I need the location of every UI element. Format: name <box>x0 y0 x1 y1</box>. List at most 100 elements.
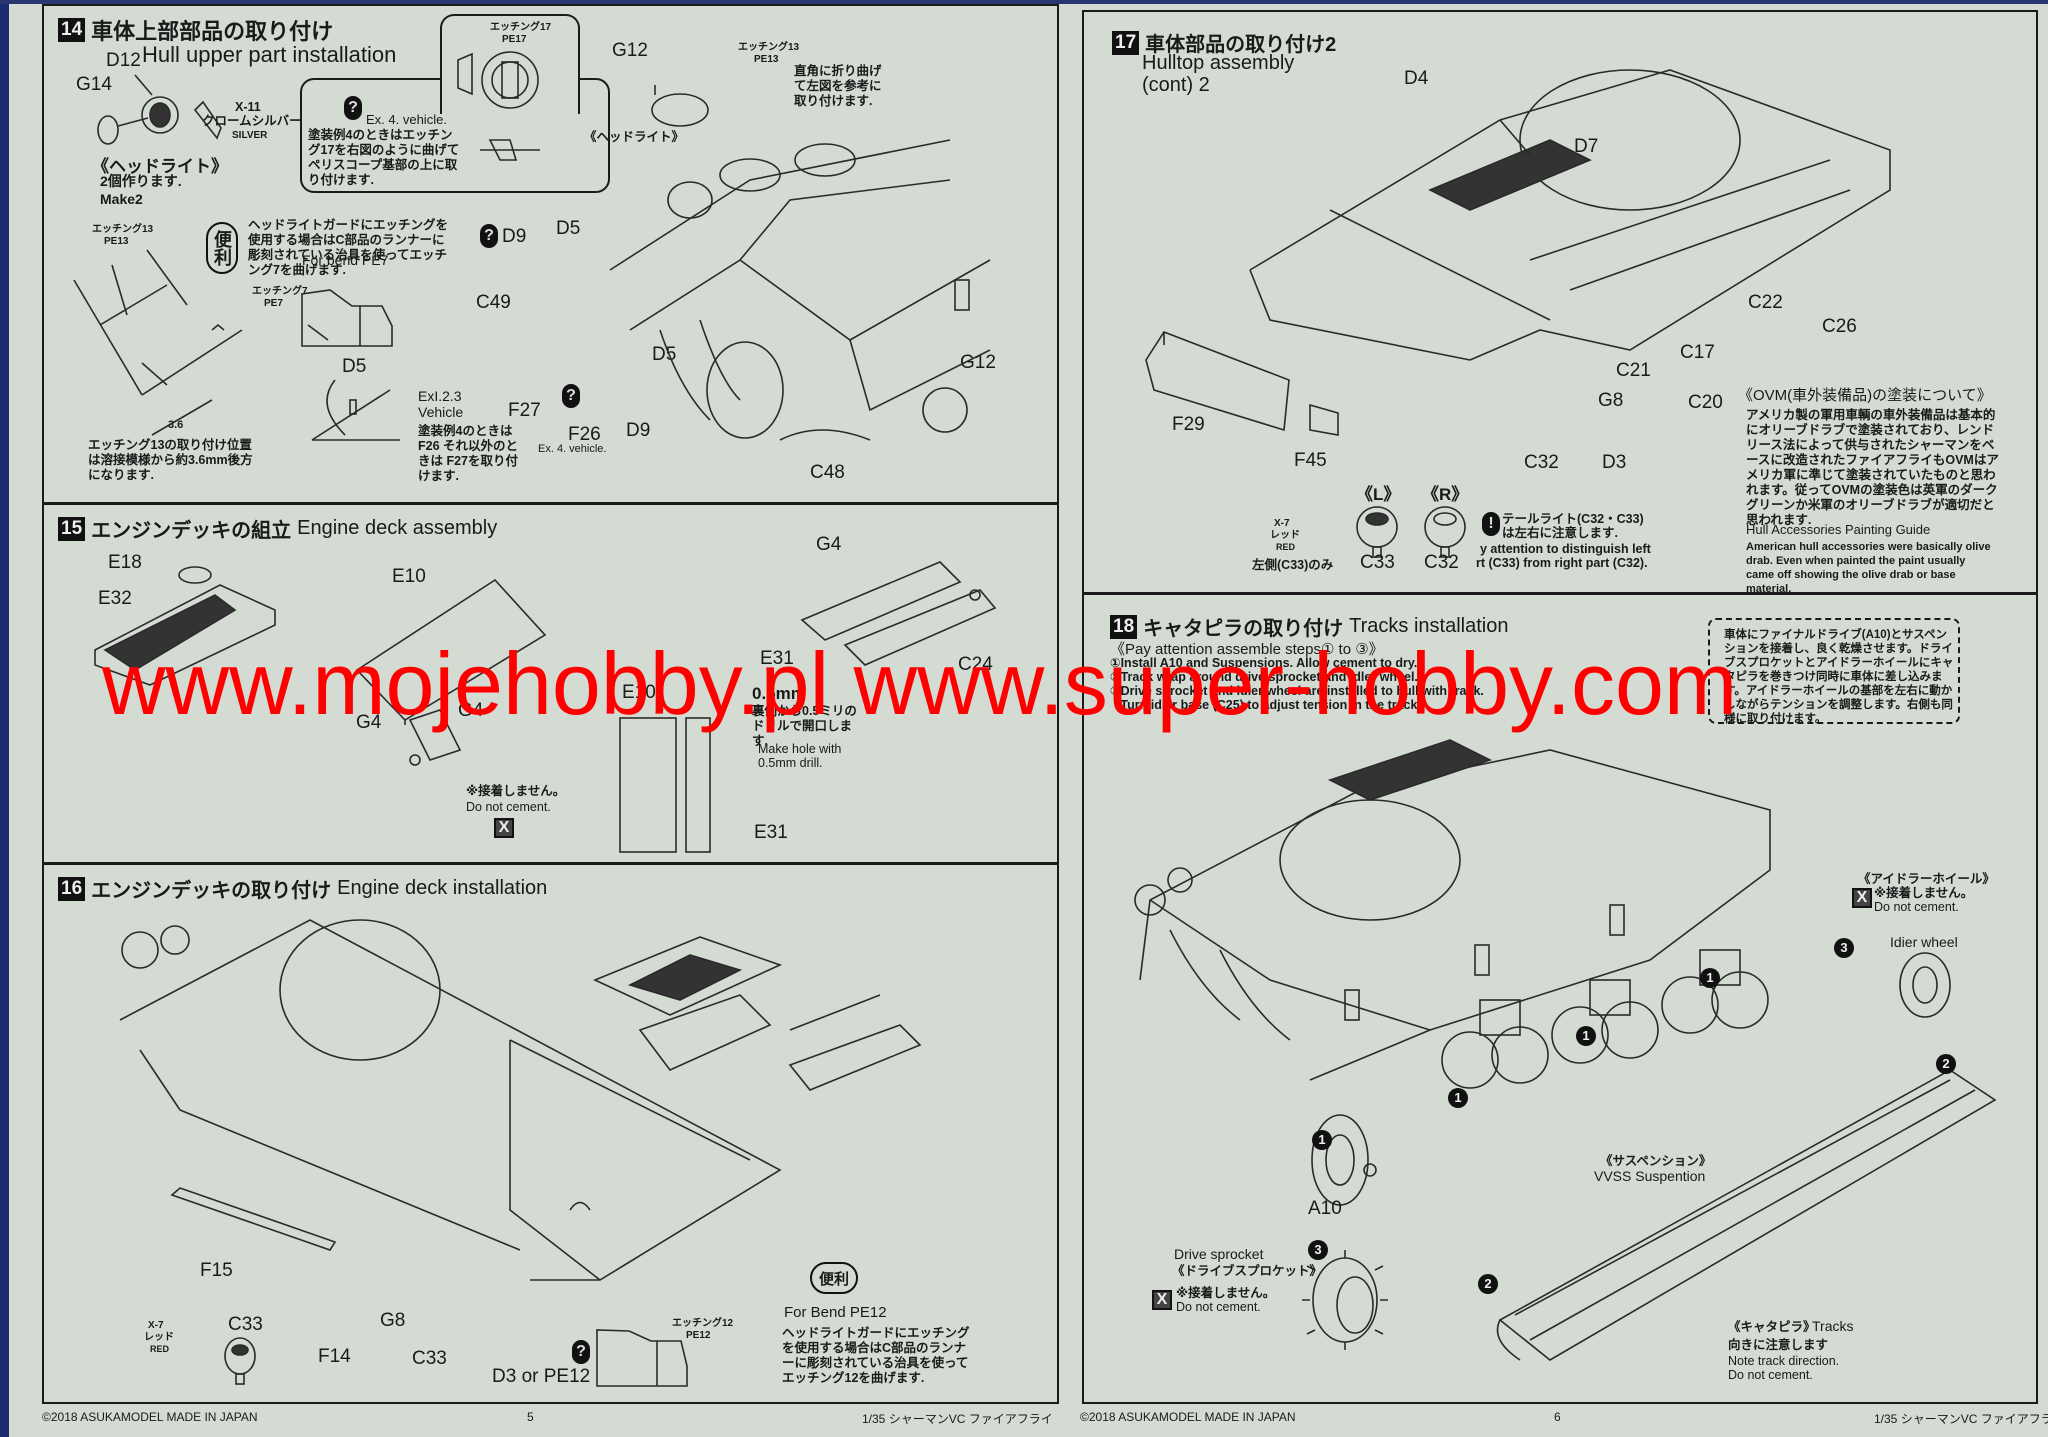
part-label-d3: D3 <box>1602 452 1627 473</box>
idler-no-cement-jp: ※接着しません。 <box>1874 886 1974 900</box>
ex4-pe17-label-jp: エッチング17 <box>490 22 552 33</box>
headlight-paint-code: X-11 <box>235 100 261 114</box>
watermark: www.mojehobby.pl www.super-hobby.com <box>102 634 1738 733</box>
part-label-d12: D12 <box>106 50 141 71</box>
step14-title: 14 車体上部部品の取り付け <box>58 14 333 46</box>
step18-subtitle: 《Pay attention assemble steps① to ③》 <box>1110 641 1384 658</box>
e25-bracket-drawing <box>408 709 462 766</box>
pe7-label: PE7 <box>264 298 283 309</box>
hull-with-tracks-drawing <box>1134 739 1771 1081</box>
ex123-text: 塗装例4のときはF26 それ以外のときは F27を取り付けます. <box>418 424 519 483</box>
no-cement-icon-idler: X <box>1852 888 1872 908</box>
suspension-label-en: VVSS Suspention <box>1594 1168 1706 1184</box>
pe12-label-jp: エッチング12 <box>672 1318 734 1329</box>
part-label-g12-right: G12 <box>960 352 996 373</box>
d3-or-pe12-label: D3 or PE12 <box>492 1366 591 1387</box>
c33-taillight-drawing <box>224 1337 256 1385</box>
step-marker-1-bogie-b: 1 <box>1576 1026 1596 1046</box>
taillight-left-label: 《L》 <box>1356 485 1401 504</box>
part-label-c22: C22 <box>1748 292 1783 313</box>
taillight-warn-jp-1: テールライト(C32・C33) <box>1502 512 1644 526</box>
no-cement-jp-15: ※接着しません。 <box>466 784 566 798</box>
x7-paint-code-16: X-7 <box>148 1320 164 1331</box>
benri-badge-pe7: 便利 <box>206 222 238 274</box>
step18-title-en: Tracks installation <box>1349 615 1509 637</box>
drill-en-1: Make hole with <box>758 742 842 756</box>
sprocket-no-cement-en: Do not cement. <box>1176 1300 1261 1314</box>
taillight-paint-en: RED <box>1276 542 1296 552</box>
no-cement-icon-sprocket: X <box>1152 1290 1172 1310</box>
f45-box-drawing <box>1309 403 1339 436</box>
right-footer-copyright: ©2018 ASUKAMODEL MADE IN JAPAN <box>1080 1410 1296 1424</box>
f15-rod-drawing <box>170 1187 337 1251</box>
ex4-callout-text: 塗装例4のときはエッチング17を右図のように曲げてペリスコープ基部の上に取り付け… <box>308 128 460 187</box>
step16-title-en: Engine deck installation <box>337 877 548 899</box>
part-label-e18: E18 <box>108 552 142 573</box>
part-label-c26: C26 <box>1822 316 1857 337</box>
no-cement-en-15: Do not cement. <box>466 800 551 814</box>
pe13-top-text: 直角に折り曲げて左図を参考に取り付けます. <box>794 64 882 108</box>
part-label-f14: F14 <box>318 1346 351 1367</box>
pe12-label: PE12 <box>686 1330 711 1341</box>
step-marker-1-a10: 1 <box>1312 1130 1332 1150</box>
step15-number: 15 <box>58 516 86 541</box>
d5-jig-drawing <box>311 379 400 441</box>
step-marker-2-track-bottom: 2 <box>1478 1274 1498 1294</box>
step-marker-2-track-top: 2 <box>1936 1054 1956 1074</box>
ovm-title-en: Hull Accessories Painting Guide <box>1746 522 1931 537</box>
taillight-warn-jp-2: は左右に注意します. <box>1502 526 1618 540</box>
taillight-c33: C33 <box>1360 552 1395 573</box>
step18-instruction-4: Turn idler base (C25) to adjust tension … <box>1110 698 1421 712</box>
ovm-text-jp: アメリカ製の軍用車輌の車外装備品は基本的にオリーブドラブで塗装されており、レンド… <box>1746 408 1999 527</box>
part-label-g12-top: G12 <box>612 40 648 61</box>
step17-18-divider <box>1082 592 2038 595</box>
part-label-f45: F45 <box>1294 450 1327 471</box>
x7-paint-en-16: RED <box>150 1344 170 1354</box>
pe7-bend-drawing <box>301 289 393 347</box>
step18-jp-notes-box <box>1708 618 1960 724</box>
headlight-make-jp: 2個作ります. <box>100 173 182 189</box>
pe13-top-label: PE13 <box>754 54 779 65</box>
scan-edge <box>0 0 9 1437</box>
tracks-note-jp: 向きに注意します <box>1728 1338 1829 1352</box>
warning-icon-f26: ? <box>562 384 580 408</box>
part-label-a10: A10 <box>1308 1198 1342 1219</box>
headlight-drawing <box>97 74 222 145</box>
part-label-g8: G8 <box>380 1310 406 1331</box>
step-marker-3-sprocket: 3 <box>1308 1240 1328 1260</box>
left-page-frame <box>42 4 1059 1404</box>
right-page-number: 6 <box>1554 1410 1561 1424</box>
pe7-label-jp: エッチング7 <box>252 286 308 297</box>
step17-title-en-1: Hulltop assembly <box>1142 52 1295 74</box>
f26-note: Ex. 4. vehicle. <box>538 443 607 455</box>
engine-deck-parts-drawing <box>593 936 922 1091</box>
part-label-d9-lower: D9 <box>626 420 651 441</box>
drive-sprocket-label-jp: 《ドライブスプロケット》 <box>1172 1264 1323 1278</box>
step16-title-jp: エンジンデッキの取り付け <box>91 880 332 902</box>
part-label-c20: C20 <box>1688 392 1723 413</box>
part-label-c21: C21 <box>1616 360 1651 381</box>
part-label-c24: C24 <box>958 654 993 675</box>
benri-pe7-text: ヘッドライトガードにエッチングを使用する場合はC部品のランナーに彫刻されている治… <box>248 218 449 277</box>
warning-icon: ? <box>344 96 362 120</box>
part-label-e31-bottom: E31 <box>754 822 788 843</box>
step17-number: 17 <box>1112 30 1140 55</box>
scan-top-edge <box>0 0 2048 4</box>
e10-e31-side-drawing <box>619 717 711 853</box>
pe13-dimension: 3.6 <box>168 419 184 431</box>
part-label-e32: E32 <box>98 588 132 609</box>
hull-front-drawing <box>609 139 991 441</box>
left-footer-product: 1/35 シャーマンVC ファイアフライ <box>862 1412 1053 1426</box>
step17-title: 17 車体部品の取り付け2 <box>1112 28 1336 57</box>
x7-paint-jp-16: レッド <box>144 1332 174 1343</box>
right-footer-product: 1/35 シャーマンVC ファイアフライ <box>1874 1412 2048 1426</box>
step18-instruction-1: ①Install A10 and Suspensions. Allow ceme… <box>1110 656 1418 670</box>
ex4-pe17-label: PE17 <box>502 34 527 45</box>
step14-15-divider <box>42 502 1059 505</box>
step14-number: 14 <box>58 18 86 42</box>
ex123-title2: Vehicle <box>418 404 464 420</box>
pe13-position-drawing <box>73 249 243 436</box>
part-label-d5: D5 <box>556 218 581 239</box>
step-marker-1-bogie-c: 1 <box>1700 968 1720 988</box>
drive-sprocket-label-en: Drive sprocket <box>1174 1246 1264 1262</box>
